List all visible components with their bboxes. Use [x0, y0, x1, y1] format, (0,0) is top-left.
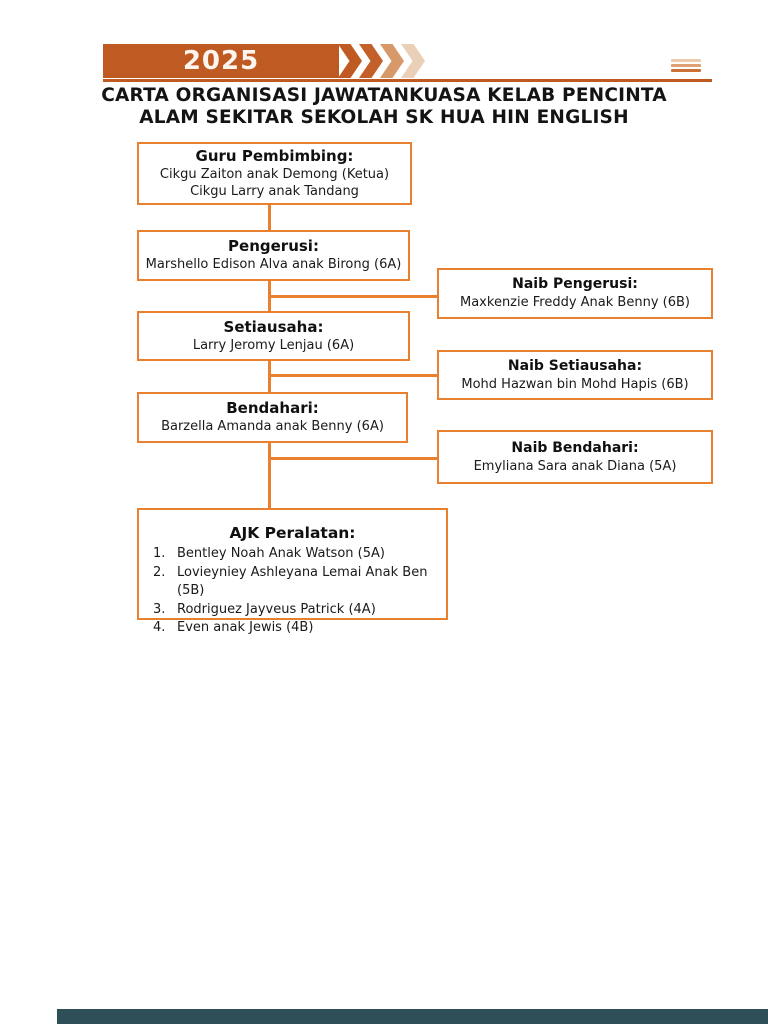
box-member: Larry Jeromy Lenjau (6A): [192, 337, 355, 353]
org-box-ajk-peralatan: AJK Peralatan: 1. Bentley Noah Anak Wats…: [137, 508, 448, 635]
box-title: Naib Pengerusi:: [512, 276, 638, 293]
header-rule: [103, 79, 712, 82]
box-title: Naib Bendahari:: [511, 439, 639, 456]
chevron-right-icon: [380, 44, 404, 78]
org-box-naib-bendahari: Naib Bendahari: Emyliana Sara anak Diana…: [437, 430, 713, 484]
menu-line: [671, 59, 701, 62]
list-number: 4.: [153, 620, 166, 635]
box-member: Emyliana Sara anak Diana (5A): [473, 458, 677, 474]
org-box-bendahari: Bendahari: Barzella Amanda anak Benny (6…: [137, 392, 408, 443]
box-title: AJK Peralatan:: [229, 524, 356, 542]
page-title-line2: ALAM SEKITAR SEKOLAH SK HUA HIN ENGLISH: [139, 107, 629, 128]
menu-line: [671, 69, 701, 72]
box-member: Barzella Amanda anak Benny (6A): [161, 419, 384, 435]
list-number: 3.: [153, 601, 166, 617]
year-label: 2025: [182, 46, 260, 76]
connector-branch-naib-setiausaha: [268, 374, 437, 377]
menu-lines-icon: [671, 59, 701, 72]
box-member: Maxkenzie Freddy Anak Benny (6B): [460, 295, 690, 311]
chevron-right-icon: [401, 44, 425, 78]
list-item: 2. Lovieyniey Ashleyana Lemai Anak Ben (…: [147, 564, 438, 601]
box-title: Naib Setiausaha:: [507, 357, 643, 374]
chevron-right-icon: [338, 44, 362, 78]
box-title: Guru Pembimbing:: [195, 146, 354, 165]
year-banner: 2025: [103, 44, 339, 78]
connector-branch-naib-bendahari: [268, 457, 437, 460]
menu-line: [671, 64, 701, 67]
box-title: Setiausaha:: [223, 317, 324, 336]
connector-bendahari-ajk: [268, 443, 271, 508]
page-title: CARTA ORGANISASI JAWATANKUASA KELAB PENC…: [0, 85, 768, 129]
connector-branch-naib-pengerusi: [268, 295, 437, 298]
org-box-guru-pembimbing: Guru Pembimbing: Cikgu Zaiton anak Demon…: [137, 142, 412, 205]
list-number: 2.: [153, 564, 166, 580]
connector-guru-pengerusi: [268, 205, 271, 230]
list-item: 4. Even anak Jewis (4B): [147, 619, 438, 638]
box-member: Mohd Hazwan bin Mohd Hapis (6B): [461, 376, 689, 392]
org-box-naib-setiausaha: Naib Setiausaha: Mohd Hazwan bin Mohd Ha…: [437, 350, 713, 400]
box-title: Bendahari:: [226, 399, 319, 418]
org-box-naib-pengerusi: Naib Pengerusi: Maxkenzie Freddy Anak Be…: [437, 268, 713, 319]
viewer-page-gap-bar: [57, 1009, 768, 1024]
box-member: Marshello Edison Alva anak Birong (6A): [145, 257, 402, 273]
box-member: Cikgu Zaiton anak Demong (Ketua): [159, 166, 390, 182]
list-text: Even anak Jewis (4B): [177, 620, 314, 635]
org-box-setiausaha: Setiausaha: Larry Jeromy Lenjau (6A): [137, 311, 410, 361]
list-number: 1.: [153, 546, 166, 561]
chevron-right-icon: [359, 44, 383, 78]
box-title: Pengerusi:: [228, 237, 319, 256]
list-text: Bentley Noah Anak Watson (5A): [177, 546, 385, 561]
org-box-pengerusi: Pengerusi: Marshello Edison Alva anak Bi…: [137, 230, 410, 281]
list-item: 3. Rodriguez Jayveus Patrick (4A): [147, 601, 438, 620]
list-text: Lovieyniey Ashleyana Lemai Anak Ben (5B): [177, 564, 428, 599]
page-title-line1: CARTA ORGANISASI JAWATANKUASA KELAB PENC…: [101, 85, 667, 106]
list-item: 1. Bentley Noah Anak Watson (5A): [147, 545, 438, 564]
list-text: Rodriguez Jayveus Patrick (4A): [177, 601, 376, 617]
box-member: Cikgu Larry anak Tandang: [190, 184, 359, 199]
